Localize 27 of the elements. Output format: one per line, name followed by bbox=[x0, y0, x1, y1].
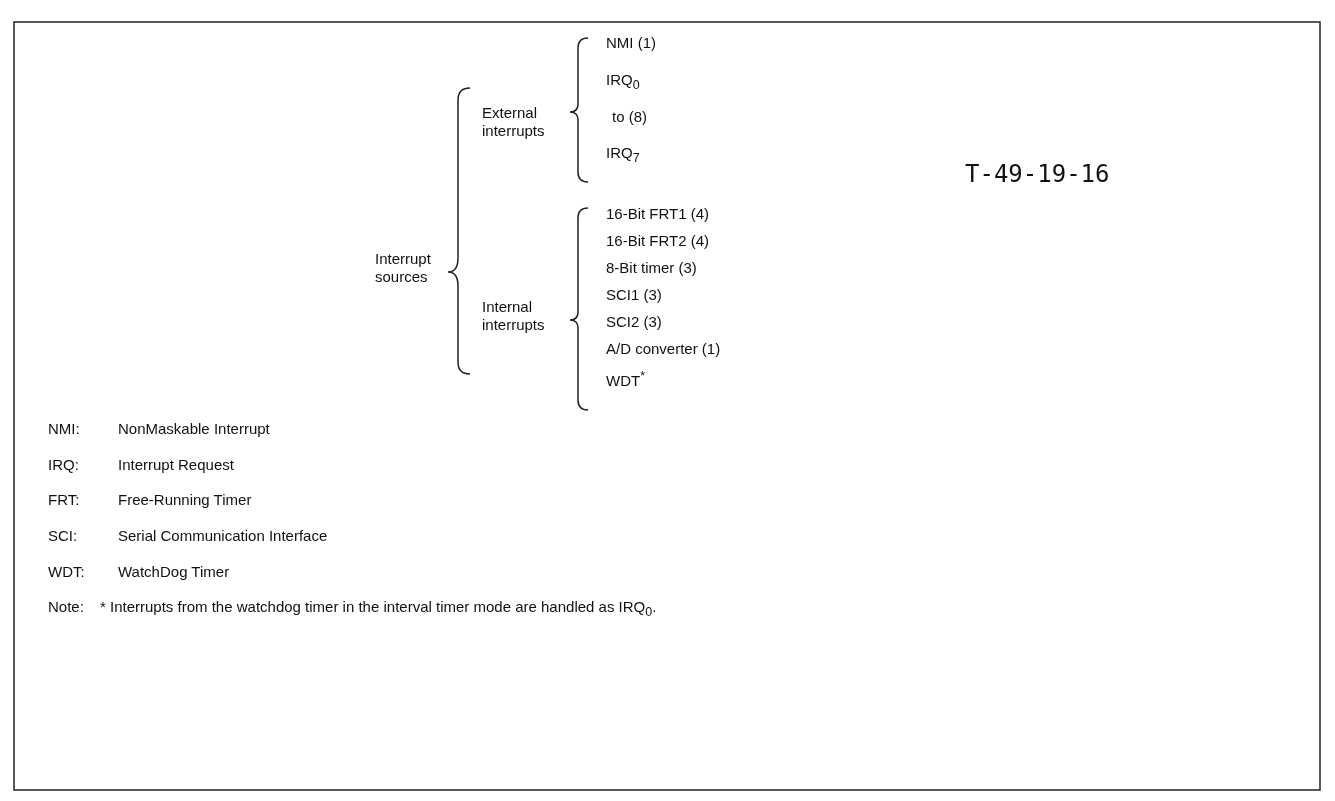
abbreviation: WDT: bbox=[48, 563, 85, 581]
list-item: 16-Bit FRT1 (4) bbox=[606, 205, 710, 223]
abbreviation-definition: NonMaskable Interrupt bbox=[118, 420, 270, 438]
list-item: IRQ$_{0}$ bbox=[606, 71, 640, 94]
group-label: Interrupt sources bbox=[375, 250, 432, 286]
note-text: * Interrupts from the watchdog timer in the interval timer mode are handled as IRQ$_{0}$. bbox=[100, 598, 657, 621]
abbreviation: NMI: bbox=[48, 420, 80, 438]
group-label: Internal interrupts bbox=[482, 298, 546, 334]
document-code: T-49-19-16 bbox=[965, 160, 1110, 188]
abbreviation: SCI: bbox=[48, 527, 78, 545]
abbreviation-definition: Interrupt Request bbox=[118, 456, 234, 474]
abbreviation-definition: WatchDog Timer bbox=[118, 563, 230, 581]
abbreviation-definition: Serial Communication Interface bbox=[118, 527, 328, 545]
list-item: SCI1 (3) bbox=[606, 286, 662, 304]
list-item: 8-Bit timer (3) bbox=[606, 259, 697, 277]
list-item: NMI (1) bbox=[606, 34, 656, 52]
note-label: Note: bbox=[48, 598, 84, 616]
abbreviation: FRT: bbox=[48, 491, 80, 509]
list-item: 16-Bit FRT2 (4) bbox=[606, 232, 710, 250]
list-item: WDT$^{*}$ bbox=[606, 368, 646, 390]
abbreviation: IRQ: bbox=[48, 456, 79, 474]
list-item: IRQ$_{7}$ bbox=[606, 144, 640, 167]
group-label: External interrupts bbox=[482, 104, 546, 140]
list-item: A/D converter (1) bbox=[606, 340, 721, 358]
abbreviation-definition: Free-Running Timer bbox=[118, 491, 252, 509]
list-item: to (8) bbox=[612, 108, 647, 126]
list-item: SCI2 (3) bbox=[606, 313, 662, 331]
